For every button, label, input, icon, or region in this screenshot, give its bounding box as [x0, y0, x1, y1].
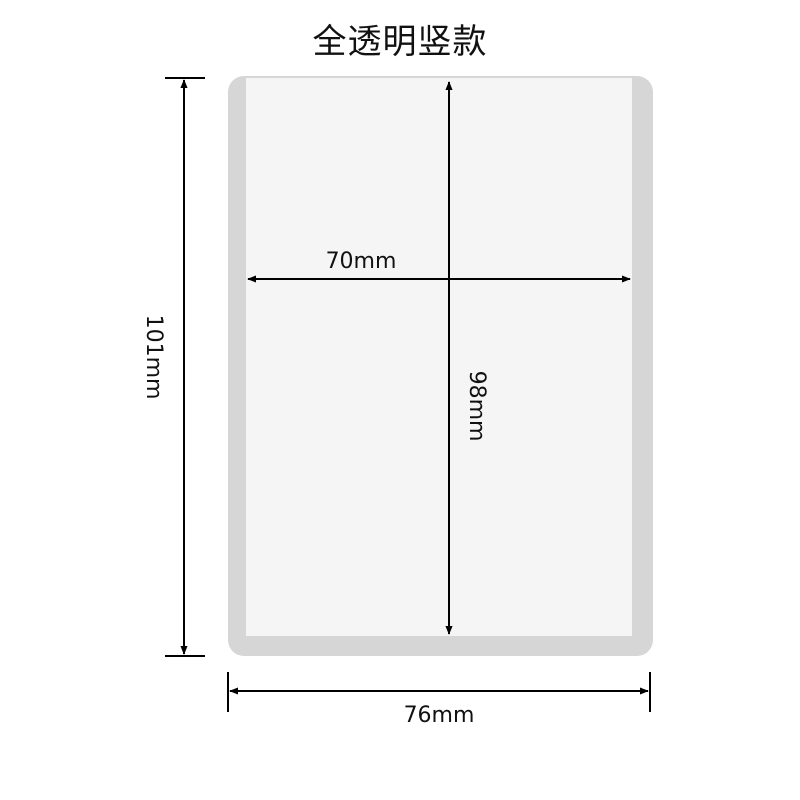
inner-height-label: 98mm: [464, 371, 489, 442]
outer-width-label: 76mm: [404, 703, 475, 728]
outer-height-label: 101mm: [141, 315, 166, 400]
sleeve-inner: [246, 78, 632, 636]
inner-width-label: 70mm: [326, 249, 397, 274]
diagram-title: 全透明竖款: [312, 22, 488, 62]
